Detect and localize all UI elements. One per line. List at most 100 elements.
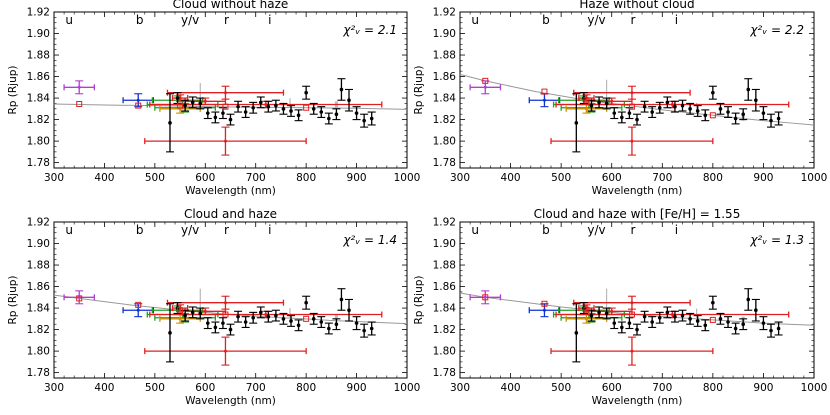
x-axis-title: Wavelength (nm) xyxy=(185,395,276,407)
x-tick-label: 500 xyxy=(145,382,165,394)
panel-cloud-and-haze-feh: Cloud and haze with [Fe/H] = 1.55 χ²ᵥ = … xyxy=(413,207,827,407)
model-curve xyxy=(459,292,815,326)
chi-squared-label: χ²ᵥ = 1.4 xyxy=(342,233,397,247)
y-tick-label: 1.88 xyxy=(27,260,50,272)
data-point-spectro xyxy=(703,323,708,328)
x-axis-title: Wavelength (nm) xyxy=(185,185,276,197)
data-point-spectro xyxy=(334,322,339,327)
x-tick-label: 300 xyxy=(44,172,64,184)
data-point-spectro xyxy=(627,111,632,115)
data-point-spectro xyxy=(311,317,316,321)
data-point-r xyxy=(203,99,207,103)
plot-frame xyxy=(53,221,408,379)
y-tick-label: 1.80 xyxy=(27,136,50,148)
x-tick-label: 700 xyxy=(246,172,266,184)
data-point-spectro xyxy=(718,317,723,321)
data-point-spectro xyxy=(354,321,359,325)
binned-model-square xyxy=(76,295,83,302)
panel-cloud-and-haze: Cloud and haze χ²ᵥ = 1.4 Wavelength (nm)… xyxy=(7,207,420,407)
x-tick-label: 700 xyxy=(652,172,672,184)
data-point-spectro xyxy=(296,113,301,118)
data-point-y xyxy=(584,317,588,321)
model-curve xyxy=(53,294,408,325)
data-point-spectro xyxy=(228,117,233,122)
panel-title: Cloud and haze with [Fe/H] = 1.55 xyxy=(534,207,741,221)
data-point-spectro xyxy=(741,322,745,327)
data-point-spectro xyxy=(168,121,172,125)
x-tick-label: 500 xyxy=(551,382,571,394)
data-point-spectro xyxy=(620,115,624,120)
y-axis-title: Rp (Rjup) xyxy=(413,275,425,324)
y-tick-label: 1.92 xyxy=(433,7,456,19)
binned-model-square xyxy=(76,100,83,107)
filter-label-yv: y/v xyxy=(181,223,199,237)
data-point-r xyxy=(203,309,207,313)
data-point-spectro xyxy=(251,315,255,320)
data-point-spectro xyxy=(183,313,187,318)
panel-title: Cloud without haze xyxy=(173,0,289,11)
data-point-u xyxy=(77,85,81,89)
data-point-spectro xyxy=(642,104,647,109)
data-point-spectro xyxy=(369,116,374,121)
data-point-spectro xyxy=(597,310,601,315)
binned-model-square xyxy=(482,77,489,84)
data-point-spectro xyxy=(673,104,677,109)
data-point-spectro xyxy=(604,311,609,316)
binned-model-square xyxy=(541,88,548,95)
data-point-spectro xyxy=(635,327,639,332)
filter-label-u: u xyxy=(471,13,479,27)
data-point-spectro xyxy=(776,116,781,121)
x-tick-label: 400 xyxy=(94,382,114,394)
y-tick-label: 1.84 xyxy=(433,303,457,315)
data-point-spectro xyxy=(168,331,172,335)
data-point-spectro xyxy=(339,87,344,92)
filter-label-u: u xyxy=(65,223,73,237)
filter-label-b: b xyxy=(542,223,550,237)
binned-model-square xyxy=(303,104,310,111)
data-point-spectro xyxy=(281,107,286,111)
panel-cloud-without-haze: Cloud without haze χ²ᵥ = 2.1 Wavelength … xyxy=(7,0,420,197)
data-point-r xyxy=(223,301,227,305)
data-point-u xyxy=(483,295,487,299)
data-point-spectro xyxy=(289,319,293,323)
x-tick-label: 600 xyxy=(195,172,215,184)
data-point-spectro xyxy=(769,328,773,333)
data-point-spectro xyxy=(221,111,225,115)
filter-label-b: b xyxy=(542,13,550,27)
filter-label-b: b xyxy=(136,223,144,237)
data-point-spectro xyxy=(665,310,670,315)
data-point-spectro xyxy=(281,317,286,321)
filter-label-r: r xyxy=(224,13,229,27)
filter-label-i: i xyxy=(675,223,678,237)
y-tick-label: 1.78 xyxy=(27,157,50,169)
data-point-spectro xyxy=(620,325,624,330)
filter-label-u: u xyxy=(65,13,73,27)
data-point-spectro xyxy=(688,107,692,111)
data-point-spectro xyxy=(776,326,781,331)
y-tick-label: 1.82 xyxy=(433,114,456,126)
data-point-spectro xyxy=(206,111,210,115)
data-point-spectro xyxy=(175,96,180,100)
y-axis-title: Rp (Rjup) xyxy=(7,275,19,324)
binned-model-square xyxy=(709,112,716,119)
x-tick-label: 1000 xyxy=(394,382,421,394)
x-axis-title: Wavelength (nm) xyxy=(592,185,683,197)
data-point-spectro xyxy=(319,110,324,114)
data-point-y xyxy=(584,107,588,111)
data-point-spectro xyxy=(243,320,248,324)
binned-model-square xyxy=(177,102,184,109)
data-point-spectro xyxy=(711,90,715,95)
x-tick-label: 900 xyxy=(347,382,367,394)
data-point-r xyxy=(630,349,634,353)
x-tick-label: 1000 xyxy=(394,172,421,184)
data-point-r xyxy=(630,139,634,143)
panel-haze-without-cloud: Haze without cloud χ²ᵥ = 2.2 Wavelength … xyxy=(413,0,827,197)
data-point-spectro xyxy=(362,118,366,123)
data-point-spectro xyxy=(334,112,339,117)
binned-model-square xyxy=(303,315,310,322)
data-point-spectro xyxy=(733,326,738,331)
x-tick-label: 300 xyxy=(44,382,64,394)
filter-label-b: b xyxy=(136,13,144,27)
y-tick-label: 1.86 xyxy=(27,71,51,83)
data-point-spectro xyxy=(741,112,745,117)
